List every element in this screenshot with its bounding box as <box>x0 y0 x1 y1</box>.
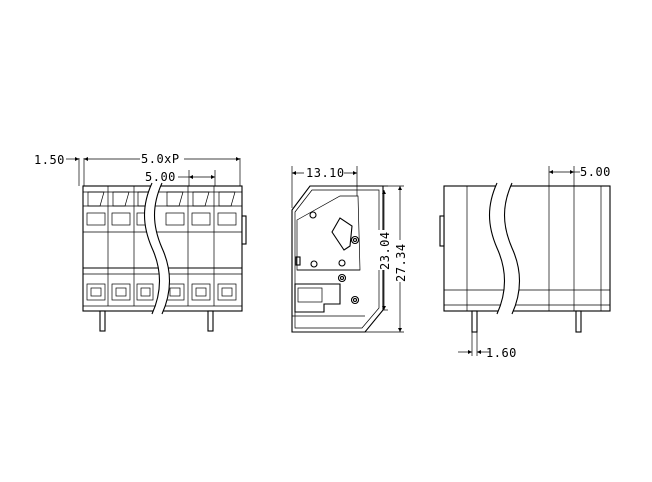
side-view: 13.10 23.04 27.34 <box>291 166 408 333</box>
dim-back-pitch: 5.00 <box>580 165 611 179</box>
back-side-key <box>439 215 445 247</box>
dim-side-width: 13.10 <box>306 166 345 180</box>
dim-side-height-inner: 23.04 <box>378 231 392 270</box>
front-cells <box>86 186 237 306</box>
front-break-gap <box>144 183 170 314</box>
dim-back-pin: 1.60 <box>486 346 517 360</box>
back-body-outline <box>443 185 611 312</box>
back-pin-left <box>471 310 478 333</box>
front-pin-left <box>99 310 106 332</box>
front-view: 1.50 5.0xP 5.00 <box>34 152 247 332</box>
dim-front-pitch: 5.00 <box>145 170 176 184</box>
dim-front-edge-offset: 1.50 <box>34 153 65 167</box>
side-lever <box>331 217 353 251</box>
side-body-outline <box>291 185 384 333</box>
dim-side-height-total: 27.34 <box>394 243 408 282</box>
side-wire-entry <box>294 283 341 313</box>
front-pin-right <box>207 310 214 332</box>
back-view: 5.00 1.60 <box>439 165 611 360</box>
front-side-key <box>241 215 247 245</box>
back-pin-right <box>575 310 582 333</box>
dim-front-total: 5.0xP <box>141 152 180 166</box>
